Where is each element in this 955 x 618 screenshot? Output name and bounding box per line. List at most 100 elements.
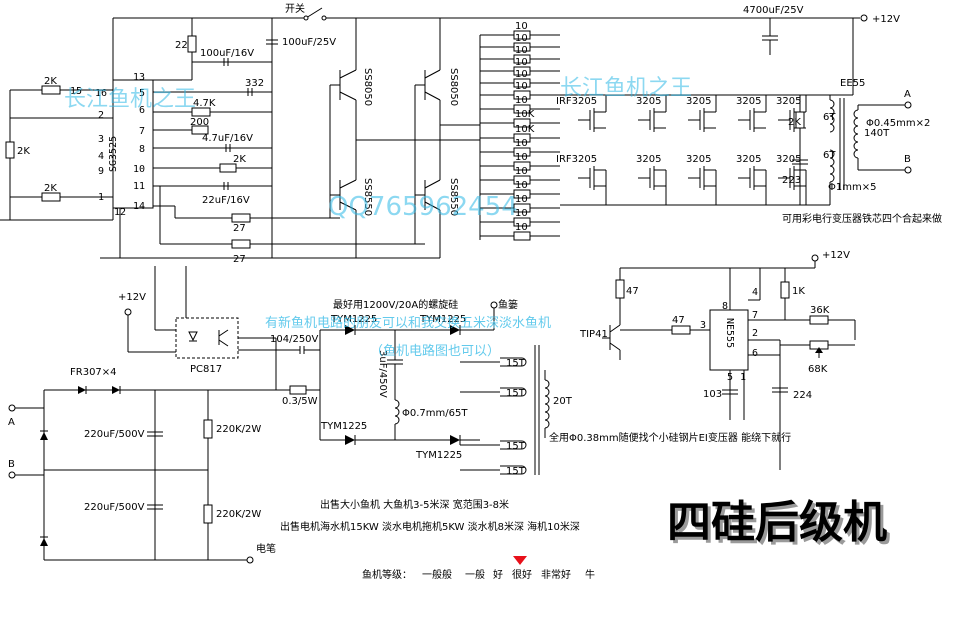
svg-text:224: 224 <box>793 390 812 401</box>
rail-capacitor-label: 4700uF/25V <box>743 5 804 16</box>
svg-text:4: 4 <box>752 287 758 298</box>
gate-resistor-label: 10 <box>515 69 528 80</box>
gate-resistor-label: 10 <box>515 81 528 92</box>
svg-text:NE555: NE555 <box>724 318 735 348</box>
svg-text:2K: 2K <box>788 117 801 128</box>
grade-marker-icon <box>513 556 527 565</box>
svg-text:36K: 36K <box>810 305 830 316</box>
svg-text:6T: 6T <box>823 150 836 161</box>
mosfet-label: 3205 <box>686 154 711 165</box>
gate-resistor-label: 10 <box>515 180 528 191</box>
svg-text:7: 7 <box>752 310 758 321</box>
mosfet-label: IRF3205 <box>556 96 597 107</box>
svg-text:SS8550: SS8550 <box>448 178 459 216</box>
svg-text:11: 11 <box>133 181 145 192</box>
mosfet-label: 3205 <box>736 96 761 107</box>
svg-text:27: 27 <box>233 223 246 234</box>
ad-line-1: 出售大小鱼机 大鱼机3-5米深 宽范围3-8米 <box>320 498 509 511</box>
grade-level: 好 <box>493 569 503 581</box>
svg-text:15: 15 <box>70 86 82 97</box>
gate-resistor-label: 10 <box>515 194 528 205</box>
svg-text:PC817: PC817 <box>190 364 222 375</box>
svg-text:1K: 1K <box>792 286 805 297</box>
svg-text:TYM1225: TYM1225 <box>415 450 462 461</box>
watermark-qq: QQ765962454 <box>328 192 518 222</box>
svg-text:9: 9 <box>98 166 104 177</box>
mosfet-label: IRF3205 <box>556 154 597 165</box>
watermark-brand-left: 长江鱼机之王 <box>64 87 196 112</box>
gate-resistor-label: 10 <box>515 57 528 68</box>
watermark-brand-right: 长江鱼机之王 <box>560 76 692 101</box>
mosfet-label: 3205 <box>686 96 711 107</box>
svg-text:68K: 68K <box>808 364 828 375</box>
winding-label: 15T <box>506 358 526 369</box>
svg-text:3: 3 <box>98 134 104 145</box>
svg-text:Φ0.45mm×2: Φ0.45mm×2 <box>866 118 930 129</box>
svg-text:100uF/25V: 100uF/25V <box>282 37 336 48</box>
svg-text:2K: 2K <box>17 146 30 157</box>
gate-resistor-label: 10K <box>515 124 535 135</box>
thyristor-pulse-section: 最好用1200V/20A的螺旋硅 鱼篓 TYM1225 TYM1225 TYM1… <box>319 298 791 477</box>
svg-text:Φ1mm×5: Φ1mm×5 <box>828 182 876 193</box>
svg-text:6: 6 <box>139 105 145 116</box>
gate-resistor-label: 10 <box>515 33 528 44</box>
svg-text:3: 3 <box>700 320 706 331</box>
watermark-note: （鱼机电路图也可以） <box>370 343 500 359</box>
svg-text:1: 1 <box>740 372 746 383</box>
svg-text:220uF/500V: 220uF/500V <box>84 502 145 513</box>
winding-label: 15T <box>506 388 526 399</box>
svg-text:22uF/16V: 22uF/16V <box>202 195 250 206</box>
svg-text:四硅后级机: 四硅后级机 <box>670 500 890 551</box>
svg-text:SS8050: SS8050 <box>362 68 373 106</box>
bottom-text: 出售大小鱼机 大鱼机3-5米深 宽范围3-8米 出售电机海水机15KW 淡水电机… <box>280 497 890 581</box>
gate-resistor-label: 10K <box>515 109 535 120</box>
svg-text:6T: 6T <box>823 112 836 123</box>
svg-text:223: 223 <box>782 175 801 186</box>
output-transformer: 2K 223 EE55 6T 6T 140T Φ0.45mm×2 Φ1mm×5 … <box>782 78 942 225</box>
svg-text:8: 8 <box>139 144 145 155</box>
ne555-timer: +12V 47 TIP41 47 NE555 8 4 7 2 6 5 1 3 1… <box>579 250 856 470</box>
ad-line-2: 出售电机海水机15KW 淡水电机拖机5KW 淡水机8米深 海机10米深 <box>280 520 580 533</box>
svg-text:5: 5 <box>139 88 145 99</box>
mosfet-label: 3205 <box>636 96 661 107</box>
svg-text:2K: 2K <box>44 76 57 87</box>
driver-stage: SS8050 SS8550 SS8050 SS8550 <box>329 68 480 258</box>
svg-text:最好用1200V/20A的螺旋硅: 最好用1200V/20A的螺旋硅 <box>333 298 458 311</box>
svg-text:47: 47 <box>626 286 639 297</box>
svg-text:8: 8 <box>722 301 728 312</box>
feedback-optocoupler: +12V PC817 104/250V <box>118 266 320 390</box>
gate-resistor-label: 10 <box>515 152 528 163</box>
svg-text:6: 6 <box>752 348 758 359</box>
svg-text:2K: 2K <box>233 154 246 165</box>
controller-name: SG3525 <box>108 136 119 172</box>
switch-label: 开关 <box>285 2 305 15</box>
gate-resistor-label: 10 <box>515 138 528 149</box>
grade-level: 一般 <box>465 568 485 581</box>
svg-text:鱼篓: 鱼篓 <box>498 298 518 311</box>
svg-text:104/250V: 104/250V <box>270 334 319 345</box>
gate-resistor-label: 10 <box>515 166 528 177</box>
svg-text:14: 14 <box>133 201 145 212</box>
hv-rectifier: FR307×4 A B 电笔 220uF/500V 220uF/500V 220… <box>8 367 320 564</box>
svg-text:103: 103 <box>703 389 722 400</box>
grade-level: 牛 <box>585 568 595 581</box>
gate-resistor-label: 10 <box>515 21 528 32</box>
svg-text:4: 4 <box>98 151 104 162</box>
svg-text:0.3/5W: 0.3/5W <box>282 396 318 407</box>
svg-text:SS8550: SS8550 <box>362 178 373 216</box>
mosfet-label: 3205 <box>776 96 801 107</box>
gate-resistor-label: 10 <box>515 95 528 106</box>
svg-text:27: 27 <box>233 254 246 265</box>
svg-text:4.7K: 4.7K <box>193 98 216 109</box>
svg-text:140T: 140T <box>864 128 890 139</box>
svg-text:22: 22 <box>175 40 188 51</box>
top-power-rail: 开关 4700uF/25V +12V <box>112 2 900 258</box>
svg-text:220K/2W: 220K/2W <box>216 424 261 435</box>
mosfet-label: 3205 <box>776 154 801 165</box>
svg-text:电笔: 电笔 <box>256 542 276 555</box>
grade-level: 非常好 <box>541 568 571 581</box>
mosfet-label: 3205 <box>736 154 761 165</box>
